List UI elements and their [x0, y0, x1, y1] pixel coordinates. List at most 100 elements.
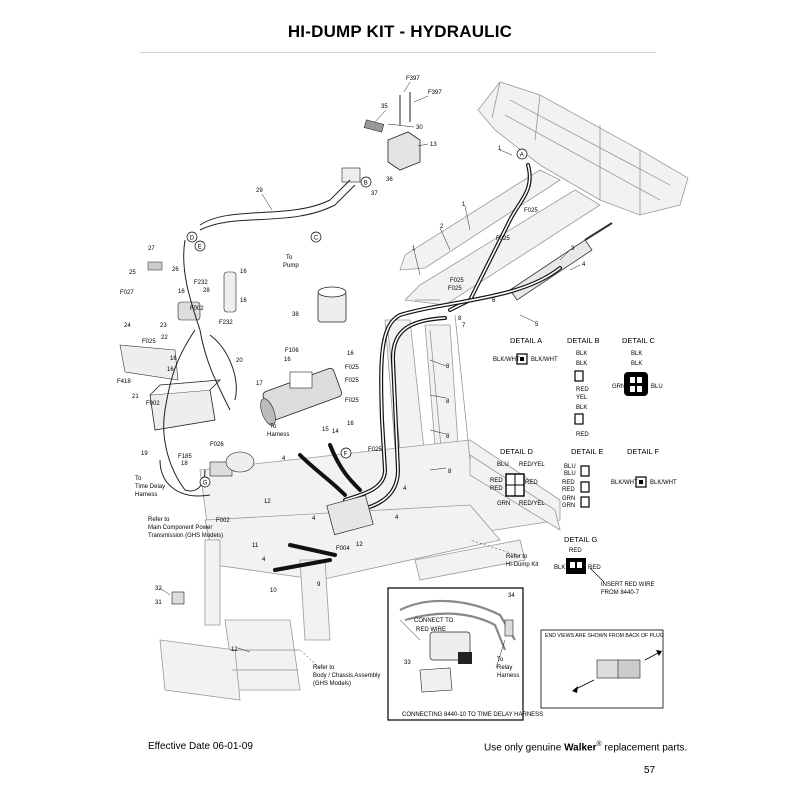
inset-labels: CONNECT TO RED WIRE 34 33 To Relay Harne…	[402, 593, 664, 718]
detail-f-left: BLK/WHT	[611, 480, 638, 486]
part-label: 2	[440, 224, 444, 230]
part-label: F025	[345, 398, 359, 404]
part-label: 30	[416, 125, 423, 131]
brand-name: Walker	[564, 742, 597, 754]
inset-part-33: 33	[404, 660, 411, 666]
detail-c-right: BLU	[651, 384, 663, 390]
part-label: 23	[160, 323, 167, 329]
note-time-delay-2: Harness	[135, 492, 157, 498]
note-ref-body-3: (GHS Models)	[313, 681, 351, 687]
end-views-box	[540, 629, 664, 709]
part-label: 4	[312, 516, 316, 522]
part-label: 36	[386, 177, 393, 183]
part-label: 6	[492, 298, 496, 304]
part-label: 4	[582, 262, 586, 268]
part-label: 28	[203, 288, 210, 294]
detail-b-w5: BLK	[576, 405, 587, 411]
detail-g-top: RED	[569, 548, 582, 554]
marker-b: B	[364, 180, 368, 186]
part-label: 8	[446, 434, 450, 440]
part-label: F025	[496, 236, 510, 242]
part-label: 8	[448, 469, 452, 475]
valve-block	[341, 92, 421, 183]
part-label: 25	[129, 270, 136, 276]
part-label: 4	[262, 557, 266, 563]
part-label: F232	[194, 280, 208, 286]
registered-mark: ®	[596, 741, 602, 748]
detail-d-tr: RED/YEL	[519, 462, 545, 468]
detail-e-title: DETAIL E	[571, 447, 604, 456]
part-label: F397	[428, 90, 442, 96]
part-label: F025	[450, 278, 464, 284]
detail-b-w3: RED	[576, 387, 589, 393]
note-ref-body-1: Refer to	[313, 665, 335, 671]
detail-d-ml1: RED	[490, 478, 503, 484]
part-label: 16	[170, 356, 177, 362]
part-label: 16	[240, 269, 247, 275]
part-label: F232	[219, 320, 233, 326]
detail-c-top1: BLK	[631, 351, 642, 357]
detail-d-bl: GRN	[497, 501, 510, 507]
pump-motor	[260, 367, 342, 426]
detail-b-w4: YEL	[576, 395, 588, 401]
marker-c: C	[314, 235, 319, 241]
part-label: 12	[356, 542, 363, 548]
part-label: 17	[256, 381, 263, 387]
part-label: F002	[190, 306, 204, 312]
detail-g-left: BLK	[554, 565, 565, 571]
genuine-parts-tagline: Use only genuine Walker® replacement par…	[484, 741, 687, 753]
part-label: F106	[285, 348, 299, 354]
part-label: 16	[284, 357, 291, 363]
part-label: 16	[240, 298, 247, 304]
part-label: 11	[252, 543, 259, 549]
part-label: 8	[446, 399, 450, 405]
part-label: 7	[462, 323, 466, 329]
detail-d-tl: BLU	[497, 462, 509, 468]
detail-e-w2: BLU	[564, 471, 576, 477]
part-label: F025	[368, 447, 382, 453]
part-label: F027	[120, 290, 134, 296]
part-label: F004	[336, 546, 350, 552]
page-title: HI-DUMP KIT - HYDRAULIC	[287, 22, 513, 41]
note-time-delay-1: Time Delay	[135, 484, 165, 490]
part-label: 4	[282, 456, 286, 462]
detail-b-w1: BLK	[576, 351, 587, 357]
inset-caption: CONNECTING 8440-10 TO TIME DELAY HARNESS	[402, 712, 543, 718]
part-label: 32	[155, 586, 162, 592]
part-label: 31	[155, 600, 162, 606]
battery	[119, 344, 222, 431]
detail-connectors	[505, 353, 648, 583]
detail-e-w4: RED	[562, 487, 575, 493]
marker-g: G	[203, 480, 208, 486]
part-label: F025	[345, 378, 359, 384]
part-label: 16	[167, 367, 174, 373]
detail-e-w3: RED	[562, 480, 575, 486]
marker-d: D	[190, 235, 195, 241]
detail-d-ml2: RED	[490, 486, 503, 492]
part-label: F185	[178, 454, 192, 460]
detail-e-w6: GRN	[562, 503, 575, 509]
part-label: 15	[322, 427, 329, 433]
detail-d-br: RED/YEL	[519, 501, 545, 507]
part-label: F026	[210, 442, 224, 448]
wiring-harness	[159, 179, 356, 497]
note-pump-to: To	[286, 255, 293, 261]
inset-connect-1: CONNECT TO	[414, 618, 454, 624]
part-label: 1	[412, 246, 416, 252]
part-number-labels: F397 F397 35 30 13 36 37 29 27 26 25 F02…	[117, 76, 586, 653]
part-label: 22	[161, 335, 168, 341]
inset-connecting-box	[387, 587, 524, 721]
note-ref-hidump-1: Refer to	[506, 554, 528, 560]
detail-e-w5: GRN	[562, 496, 575, 502]
detail-labels: DETAIL A BLK/WHT BLK/WHT DETAIL B BLK BL…	[490, 336, 677, 596]
detail-b-title: DETAIL B	[567, 336, 600, 345]
part-label: F397	[406, 76, 420, 82]
detail-a-right: BLK/WHT	[531, 357, 558, 363]
end-views-caption: END VIEWS ARE SHOWN FROM BACK OF PLUG	[545, 633, 664, 639]
detail-f-title: DETAIL F	[627, 447, 660, 456]
inset-relay-to: To	[497, 657, 504, 663]
note-ref-body-2: Body / Chassis Assembly	[313, 673, 380, 679]
part-label: 16	[347, 421, 354, 427]
part-label: 38	[292, 312, 299, 318]
